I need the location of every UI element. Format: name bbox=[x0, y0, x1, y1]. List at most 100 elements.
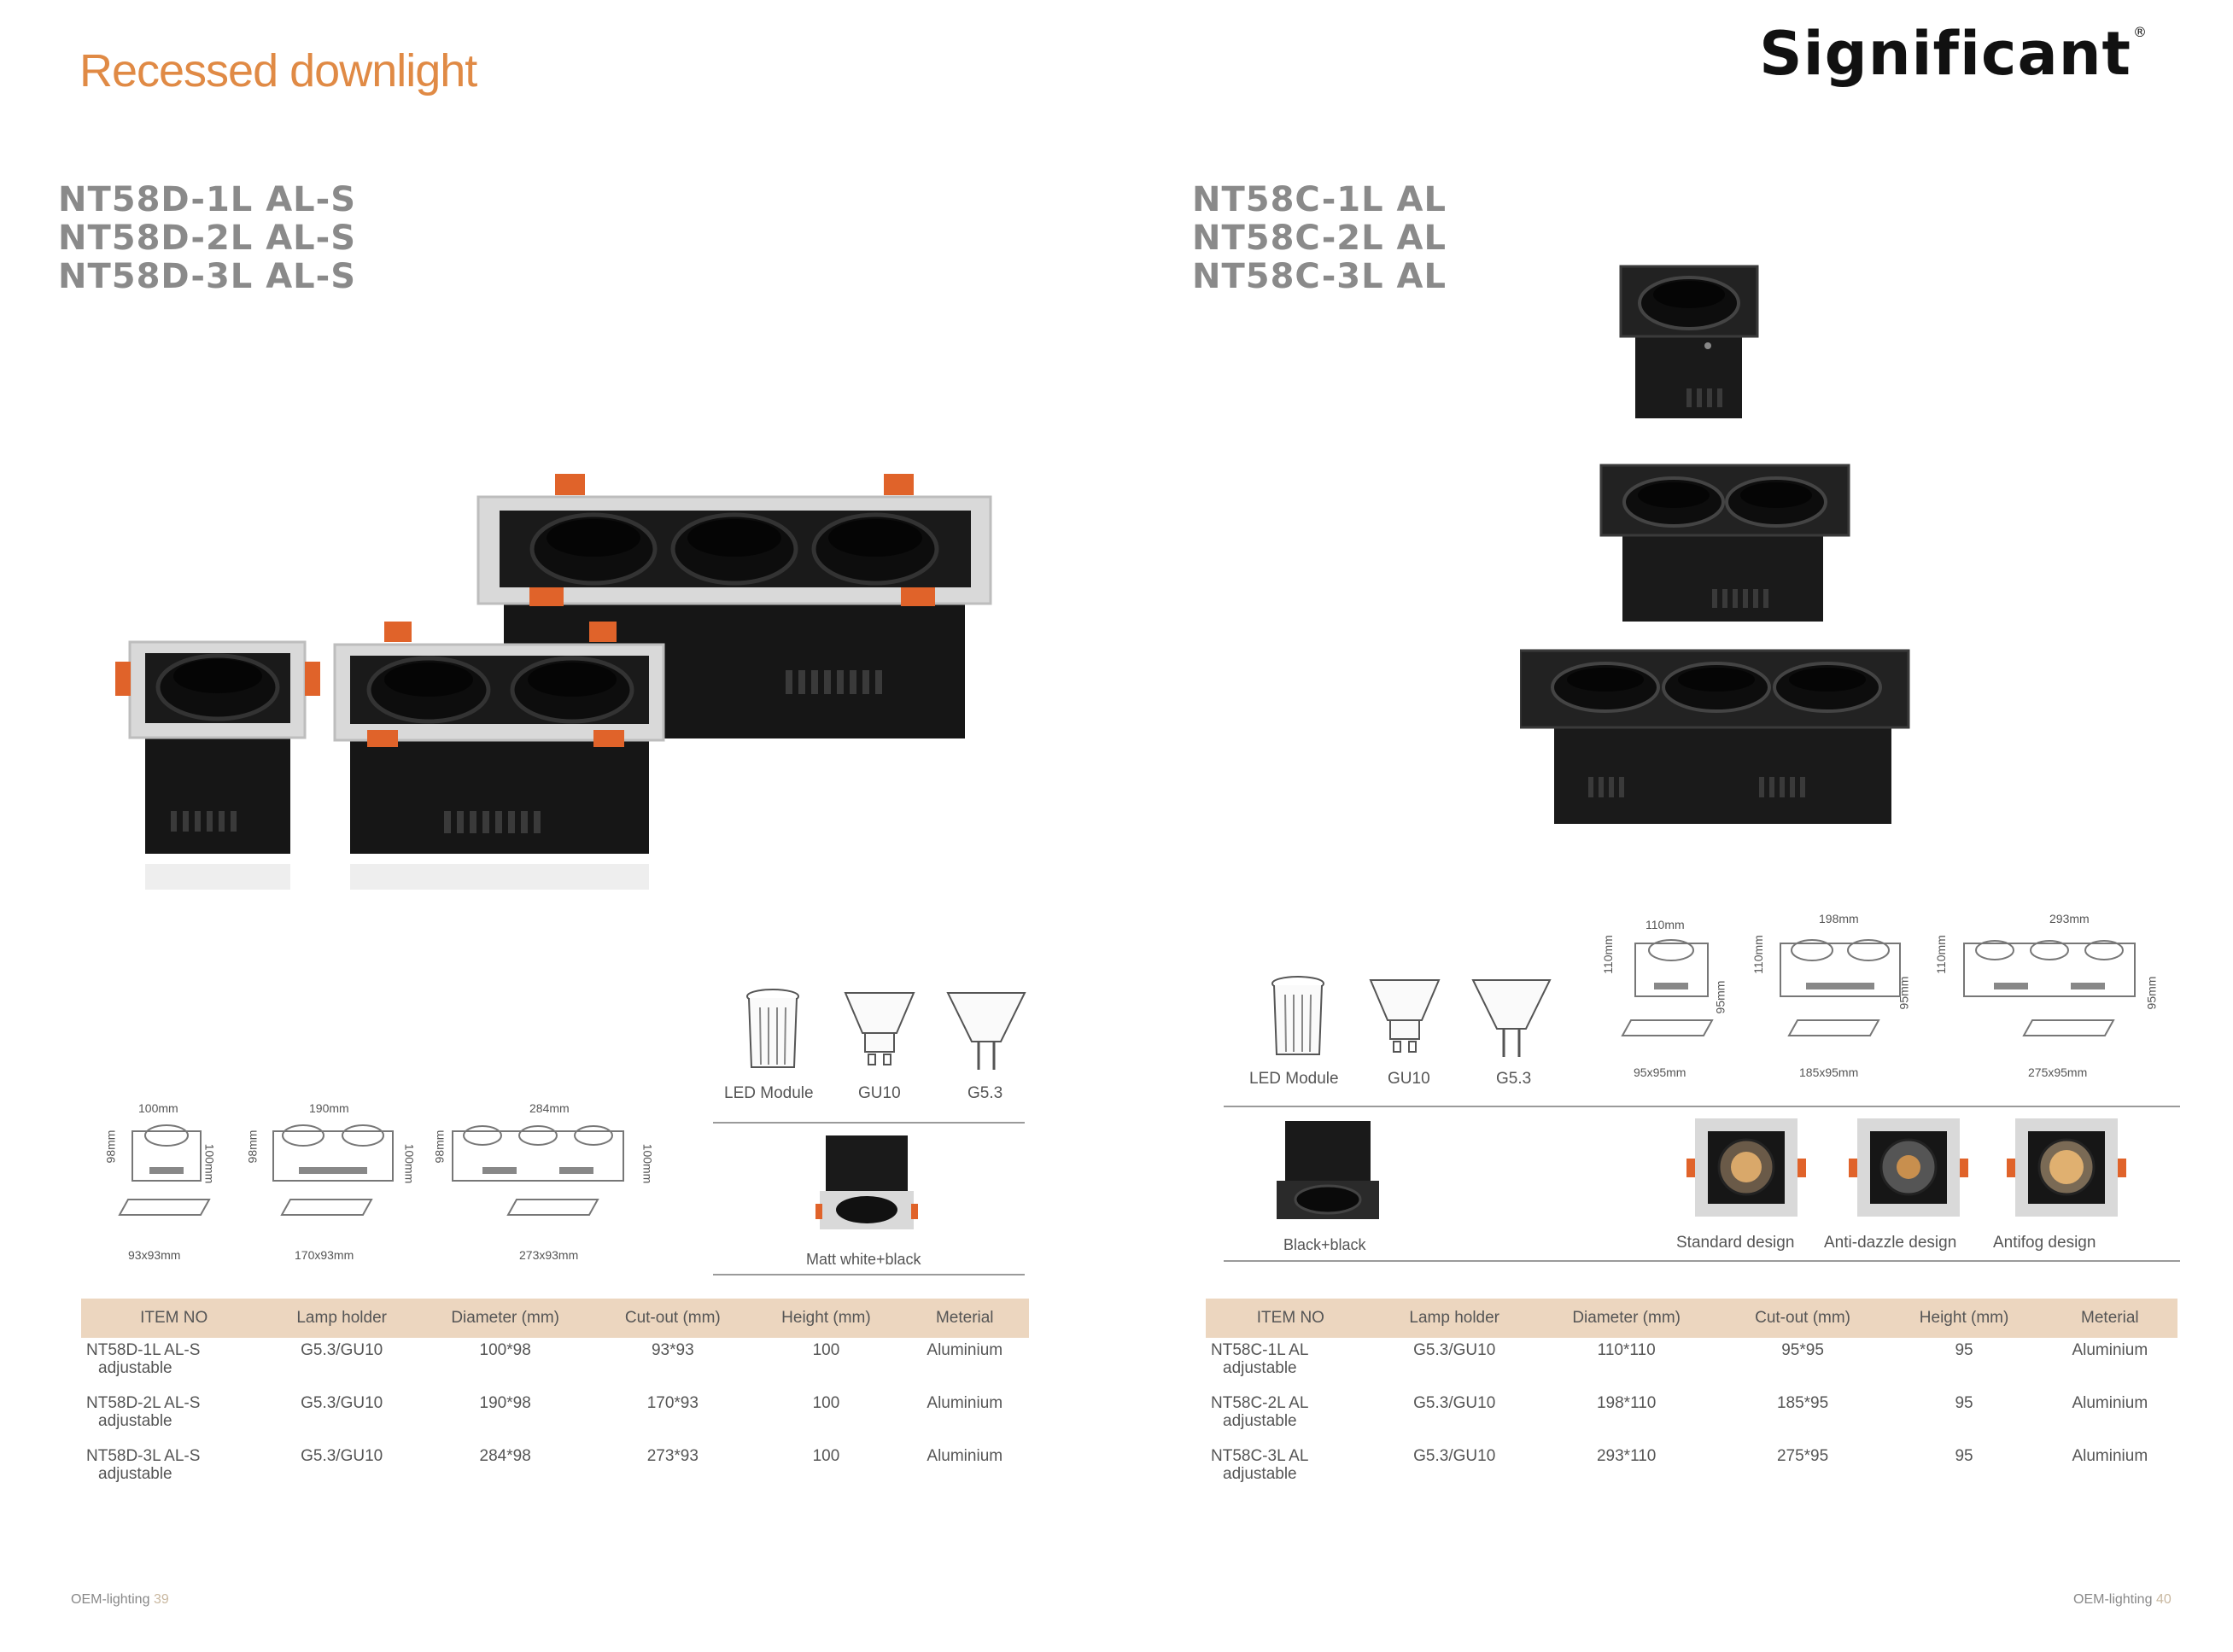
height-cell: 100 bbox=[812, 1447, 840, 1465]
page-title: Recessed downlight bbox=[79, 45, 477, 96]
finish-swatch-black bbox=[1277, 1121, 1379, 1219]
diameter-cell: 293*110 bbox=[1596, 1447, 1657, 1465]
divider bbox=[713, 1122, 1025, 1124]
column-header: Lamp holder bbox=[1375, 1299, 1534, 1338]
dimension-height: 100mm bbox=[640, 1143, 655, 1184]
height-cell: 95 bbox=[1955, 1341, 1973, 1359]
cutout-size: 273x93mm bbox=[519, 1248, 579, 1262]
cutout-size: 93x93mm bbox=[128, 1248, 181, 1262]
gu10-bulb-icon bbox=[844, 992, 915, 1065]
divider bbox=[1224, 1260, 2180, 1262]
column-header: Height (mm) bbox=[1885, 1299, 2043, 1338]
item-sub: adjustable bbox=[1223, 1465, 1297, 1483]
finish-label: Matt white+black bbox=[806, 1251, 921, 1268]
dimension-drawings-left bbox=[118, 1124, 624, 1216]
material-cell: Aluminium bbox=[927, 1341, 1003, 1359]
item-no: NT58C-2L AL bbox=[1211, 1394, 1309, 1412]
lamp-icons-right bbox=[1271, 976, 1552, 1057]
item-sub: adjustable bbox=[1223, 1359, 1297, 1377]
column-header: Height (mm) bbox=[751, 1299, 901, 1338]
height-cell: 95 bbox=[1955, 1447, 1973, 1465]
column-header: Cut-out (mm) bbox=[593, 1299, 752, 1338]
material-cell: Aluminium bbox=[927, 1394, 1003, 1412]
cutout-cell: 95*95 bbox=[1781, 1341, 1824, 1359]
cutout-cell: 275*95 bbox=[1776, 1447, 1829, 1465]
column-header: ITEM NO bbox=[1206, 1299, 1376, 1338]
dimension-width: 100mm bbox=[138, 1101, 178, 1115]
g5.3-bulb-icon bbox=[1471, 979, 1552, 1057]
model-name: NT58C-3L AL bbox=[1192, 257, 1447, 296]
height-cell: 100 bbox=[812, 1341, 840, 1359]
cutout-size: 275x95mm bbox=[2028, 1065, 2088, 1079]
lamp-icons-left bbox=[746, 989, 1026, 1070]
diameter-cell: 198*110 bbox=[1596, 1394, 1657, 1412]
dimension-height: 95mm bbox=[1897, 976, 1911, 1010]
dimension-depth: 110mm bbox=[1751, 935, 1765, 974]
column-header: Lamp holder bbox=[266, 1299, 418, 1338]
divider bbox=[713, 1274, 1025, 1275]
lamp-label: LED Module bbox=[724, 1084, 814, 1102]
item-no: NT58D-1L AL-S bbox=[86, 1341, 201, 1359]
lamp-label: G5.3 bbox=[1496, 1070, 1532, 1088]
cutout-size: 170x93mm bbox=[295, 1248, 354, 1262]
holder-cell: G5.3/GU10 bbox=[301, 1341, 383, 1359]
dimension-width: 110mm bbox=[1646, 918, 1685, 931]
cutout-size: 95x95mm bbox=[1634, 1065, 1686, 1079]
registered-mark: ® bbox=[2133, 24, 2148, 40]
design-options bbox=[1686, 1118, 2126, 1217]
spec-table-left: ITEM NO Lamp holder Diameter (mm) Cut-ou… bbox=[81, 1299, 1029, 1497]
dimension-width: 198mm bbox=[1819, 912, 1859, 925]
footer-right: OEM-lighting 40 bbox=[2073, 1592, 2172, 1608]
design-label: Anti-dazzle design bbox=[1824, 1234, 1957, 1252]
gu10-bulb-icon bbox=[1369, 979, 1441, 1053]
page-number: 39 bbox=[153, 1592, 169, 1607]
item-no: NT58D-2L AL-S bbox=[86, 1394, 201, 1412]
downlight-3-head-black bbox=[1520, 649, 1910, 824]
product-photo-black-downlights bbox=[1520, 265, 1910, 824]
downlight-1-head-black bbox=[1619, 265, 1759, 418]
diameter-cell: 190*98 bbox=[479, 1394, 531, 1412]
dimension-height: 100mm bbox=[402, 1143, 417, 1184]
downlight-2-head-black bbox=[1599, 464, 1850, 622]
dimension-drawings-right bbox=[1621, 939, 2136, 1036]
cutout-size: 185x95mm bbox=[1799, 1065, 1859, 1079]
left-model-list: NT58D-1L AL-S NT58D-2L AL-S NT58D-3L AL-… bbox=[58, 181, 356, 296]
cutout-cell: 93*93 bbox=[651, 1341, 694, 1359]
height-cell: 95 bbox=[1955, 1394, 1973, 1412]
finish-label: Black+black bbox=[1283, 1236, 1366, 1253]
footer-text: OEM-lighting bbox=[2073, 1592, 2153, 1607]
column-header: ITEM NO bbox=[81, 1299, 267, 1338]
finish-swatch-white bbox=[815, 1135, 918, 1229]
footer-left: OEM-lighting 39 bbox=[71, 1592, 169, 1608]
divider bbox=[1224, 1106, 2180, 1107]
dimension-depth: 98mm bbox=[103, 1130, 118, 1164]
column-header: Meterial bbox=[2042, 1299, 2177, 1338]
column-header: Meterial bbox=[900, 1299, 1029, 1338]
column-header: Diameter (mm) bbox=[1533, 1299, 1720, 1338]
footer-text: OEM-lighting bbox=[71, 1592, 150, 1607]
column-header: Cut-out (mm) bbox=[1719, 1299, 1886, 1338]
dimension-depth: 110mm bbox=[1600, 935, 1615, 974]
item-sub: adjustable bbox=[98, 1359, 172, 1377]
holder-cell: G5.3/GU10 bbox=[1413, 1341, 1496, 1359]
model-name: NT58D-1L AL-S bbox=[58, 180, 357, 219]
column-header: Diameter (mm) bbox=[417, 1299, 594, 1338]
downlight-3-head bbox=[476, 474, 992, 738]
dimension-width: 293mm bbox=[2049, 912, 2090, 925]
height-cell: 100 bbox=[812, 1394, 840, 1412]
item-no: NT58C-1L AL bbox=[1211, 1341, 1309, 1359]
dimension-depth: 98mm bbox=[245, 1130, 260, 1164]
item-sub: adjustable bbox=[98, 1412, 172, 1430]
downlight-1-head bbox=[115, 640, 320, 854]
spec-table-right: ITEM NO Lamp holder Diameter (mm) Cut-ou… bbox=[1206, 1299, 2177, 1497]
holder-cell: G5.3/GU10 bbox=[301, 1447, 383, 1465]
model-name: NT58D-2L AL-S bbox=[58, 219, 357, 258]
model-name: NT58C-2L AL bbox=[1192, 219, 1447, 258]
brand-name: Significant bbox=[1759, 19, 2131, 89]
